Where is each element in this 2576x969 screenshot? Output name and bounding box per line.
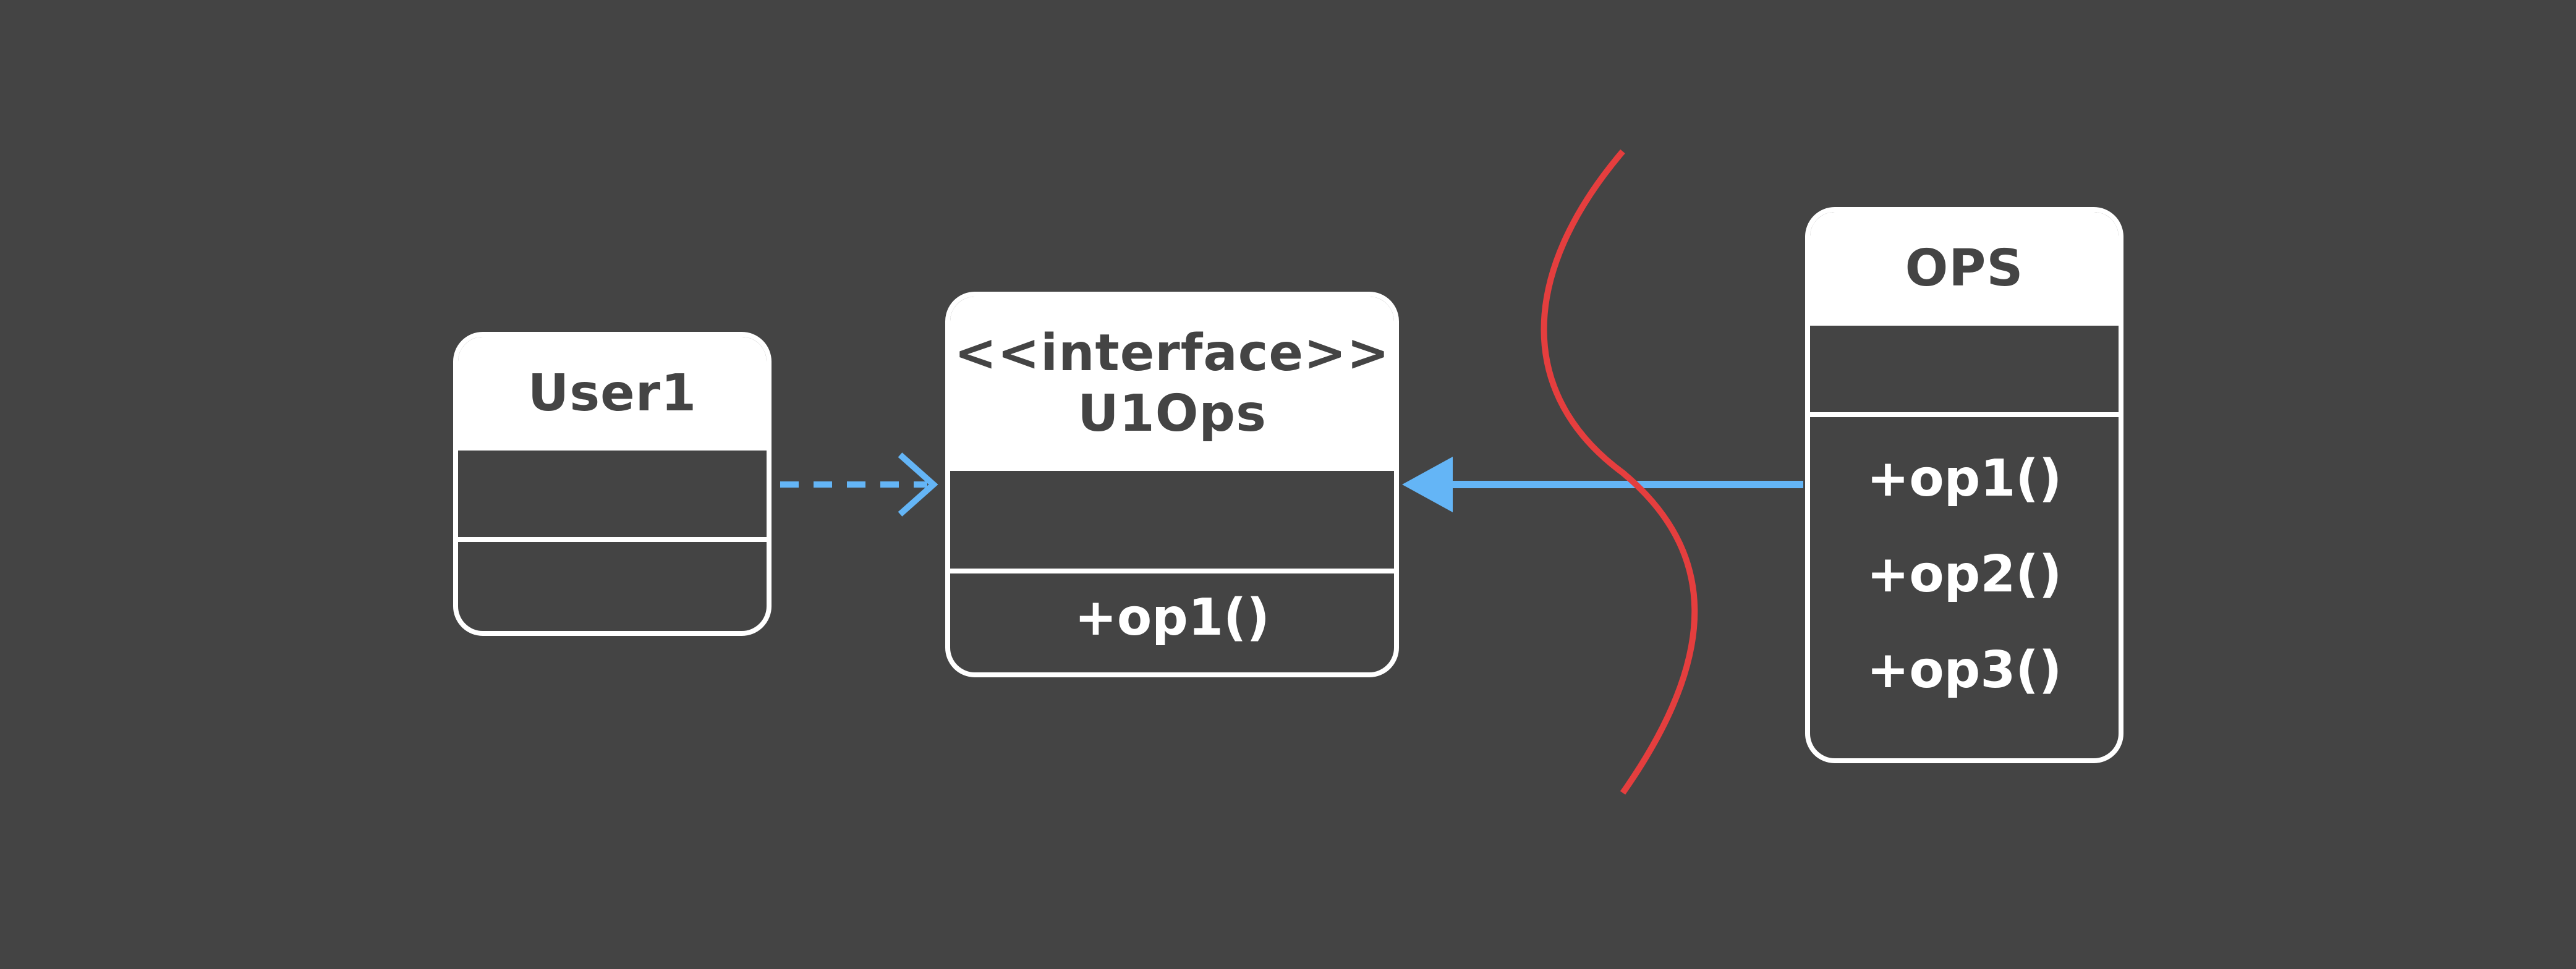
class-name: OPS [1905, 239, 2024, 298]
operation-item: +op1() [1866, 449, 2062, 508]
boundary-wavy-line [1541, 149, 1698, 795]
attributes-compartment [458, 451, 767, 542]
class-header: <<interface>> U1Ops [950, 297, 1394, 471]
class-name: U1Ops [1078, 384, 1267, 443]
class-header: OPS [1810, 212, 2119, 326]
class-name: User1 [527, 363, 697, 423]
class-u1ops-interface[interactable]: <<interface>> U1Ops +op1() [945, 292, 1399, 677]
operation-item: +op1() [1074, 588, 1270, 647]
class-user1[interactable]: User1 [453, 332, 772, 636]
operation-item: +op3() [1866, 641, 2062, 700]
class-stereotype: <<interface>> [954, 323, 1390, 383]
operations-compartment: +op1() +op2() +op3() [1810, 417, 2119, 700]
realization-filled-arrowhead [1402, 457, 1453, 512]
dependency-open-arrowhead [898, 452, 938, 517]
operations-compartment: +op1() [950, 573, 1394, 647]
class-ops[interactable]: OPS +op1() +op2() +op3() [1805, 207, 2123, 763]
attributes-compartment [1810, 326, 2119, 417]
attributes-compartment [950, 471, 1394, 573]
operation-item: +op2() [1866, 545, 2062, 604]
class-header: User1 [458, 337, 767, 451]
